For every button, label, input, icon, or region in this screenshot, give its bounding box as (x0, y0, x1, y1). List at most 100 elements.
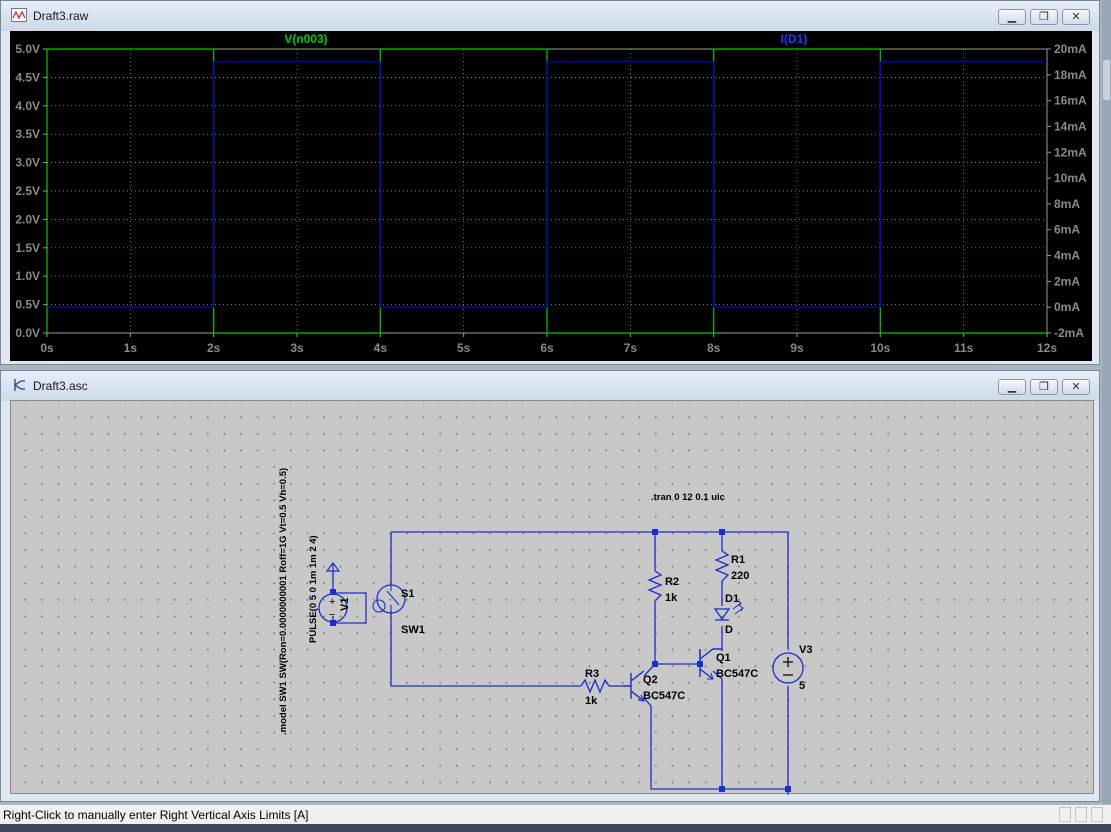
junction (719, 529, 725, 535)
junction (719, 786, 725, 792)
junction (652, 661, 658, 667)
y-tick-label-left: 1.5V (15, 241, 40, 255)
waveform-window-title: Draft3.raw (33, 9, 89, 23)
v1-value-label[interactable]: PULSE(0 5 0 1m 1m 2 4) (308, 535, 319, 643)
y-tick-label-right: 18mA (1054, 68, 1087, 82)
y-tick-label-left: 4.5V (15, 70, 40, 84)
y-tick-label-left: 3.0V (15, 156, 40, 170)
x-tick-label: 1s (124, 341, 138, 355)
scrollbar-thumb[interactable] (1103, 60, 1110, 100)
x-tick-label: 8s (707, 341, 721, 355)
y-tick-label-right: -2mA (1054, 326, 1084, 340)
x-tick-label: 11s (954, 341, 974, 355)
minimize-icon: ▁ (1007, 10, 1017, 23)
v1-source[interactable]: + − (318, 562, 348, 623)
schematic-window: Draft3.asc ▁ ❐ ✕ (0, 370, 1100, 802)
status-bar: Right-Click to manually enter Right Vert… (0, 804, 1111, 824)
r1-resistor[interactable] (714, 550, 730, 582)
y-tick-label-right: 16mA (1054, 94, 1087, 108)
close-button[interactable]: ✕ (1062, 9, 1090, 25)
q2-transistor[interactable] (623, 670, 645, 702)
close-button[interactable]: ✕ (1062, 379, 1090, 395)
x-tick-label: 6s (540, 341, 554, 355)
schematic-drawing: + − V1 S1 SW1 R2 1k R1 220 (278, 468, 812, 795)
y-tick-label-left: 0.0V (15, 326, 40, 340)
wire-q2-emitter[interactable] (643, 697, 788, 790)
svg-text:+: + (329, 596, 335, 608)
s1-value: SW1 (401, 624, 425, 636)
minimize-button[interactable]: ▁ (998, 9, 1026, 25)
x-tick-label: 9s (790, 341, 804, 355)
y-tick-label-left: 4.0V (15, 99, 40, 113)
minimize-button[interactable]: ▁ (998, 379, 1026, 395)
q2-name: Q2 (643, 674, 658, 686)
r1-value: 220 (731, 570, 749, 582)
status-cell (1075, 807, 1087, 822)
s1-name: S1 (401, 588, 414, 600)
q2-value: BC547C (643, 690, 685, 702)
y-tick-label-right: 2mA (1054, 274, 1080, 288)
restore-icon: ❐ (1039, 10, 1049, 23)
restore-button[interactable]: ❐ (1030, 379, 1058, 395)
restore-button[interactable]: ❐ (1030, 9, 1058, 25)
trace-label-v[interactable]: V(n003) (284, 32, 327, 46)
y-tick-label-right: 20mA (1054, 42, 1087, 56)
r2-value: 1k (665, 592, 678, 604)
schematic-titlebar[interactable]: Draft3.asc ▁ ❐ ✕ (1, 371, 1099, 401)
r3-name: R3 (585, 668, 599, 680)
v3-name: V3 (799, 644, 812, 656)
schematic-canvas[interactable]: + − V1 S1 SW1 R2 1k R1 220 (10, 400, 1094, 795)
series-line-vn003 (46, 48, 1047, 334)
status-cell (1059, 807, 1071, 822)
junction (330, 620, 336, 626)
v3-source[interactable] (772, 652, 804, 684)
trace-label-i[interactable]: I(D1) (781, 32, 808, 46)
y-tick-label-right: 14mA (1054, 119, 1087, 133)
x-tick-label: 5s (457, 341, 471, 355)
x-tick-label: 3s (290, 341, 304, 355)
d1-led[interactable] (713, 600, 744, 621)
r2-name: R2 (665, 576, 679, 588)
y-tick-label-right: 0mA (1054, 300, 1080, 314)
v3-value: 5 (799, 680, 805, 692)
y-tick-label-left: 0.5V (15, 298, 40, 312)
y-tick-label-right: 8mA (1054, 197, 1080, 211)
junction (652, 529, 658, 535)
model-directive[interactable]: .model SW1 SW(Ron=0.0000000001 Roff=1G V… (278, 468, 289, 735)
x-tick-label: 7s (624, 341, 638, 355)
x-tick-label: 12s (1037, 341, 1057, 355)
s1-switch[interactable] (372, 584, 406, 614)
status-text: Right-Click to manually enter Right Vert… (3, 808, 309, 822)
wire-switch-to-r3[interactable] (390, 532, 581, 687)
r3-resistor[interactable] (580, 678, 610, 694)
wire-r2-branch[interactable] (654, 532, 700, 665)
q1-value: BC547C (716, 668, 758, 680)
waveform-titlebar[interactable]: Draft3.raw ▁ ❐ ✕ (1, 1, 1099, 31)
q1-transistor[interactable] (699, 648, 722, 680)
x-tick-label: 10s (870, 341, 890, 355)
minimize-icon: ▁ (1007, 380, 1017, 393)
y-tick-label-left: 1.0V (15, 269, 40, 283)
y-tick-label-right: 12mA (1054, 145, 1087, 159)
r3-value: 1k (585, 695, 598, 707)
tran-directive[interactable]: .tran 0 12 0.1 uic (651, 492, 725, 503)
q1-name: Q1 (716, 652, 731, 664)
wire-q1-emitter[interactable] (712, 670, 723, 789)
close-icon: ✕ (1071, 380, 1081, 393)
svg-text:−: − (329, 609, 335, 621)
y-tick-label-left: 3.5V (15, 127, 40, 141)
series-line-id1 (47, 61, 1047, 308)
x-tick-label: 2s (207, 341, 221, 355)
y-tick-label-left: 2.0V (15, 212, 40, 226)
y-tick-label-left: 5.0V (15, 42, 40, 56)
r2-resistor[interactable] (647, 570, 663, 602)
restore-icon: ❐ (1039, 380, 1049, 393)
wire-v1-loop[interactable] (332, 571, 367, 624)
y-tick-label-right: 10mA (1054, 171, 1087, 185)
waveform-icon (11, 8, 27, 22)
vertical-scrollbar[interactable] (1102, 0, 1111, 806)
wire-top-rail[interactable] (391, 531, 789, 649)
